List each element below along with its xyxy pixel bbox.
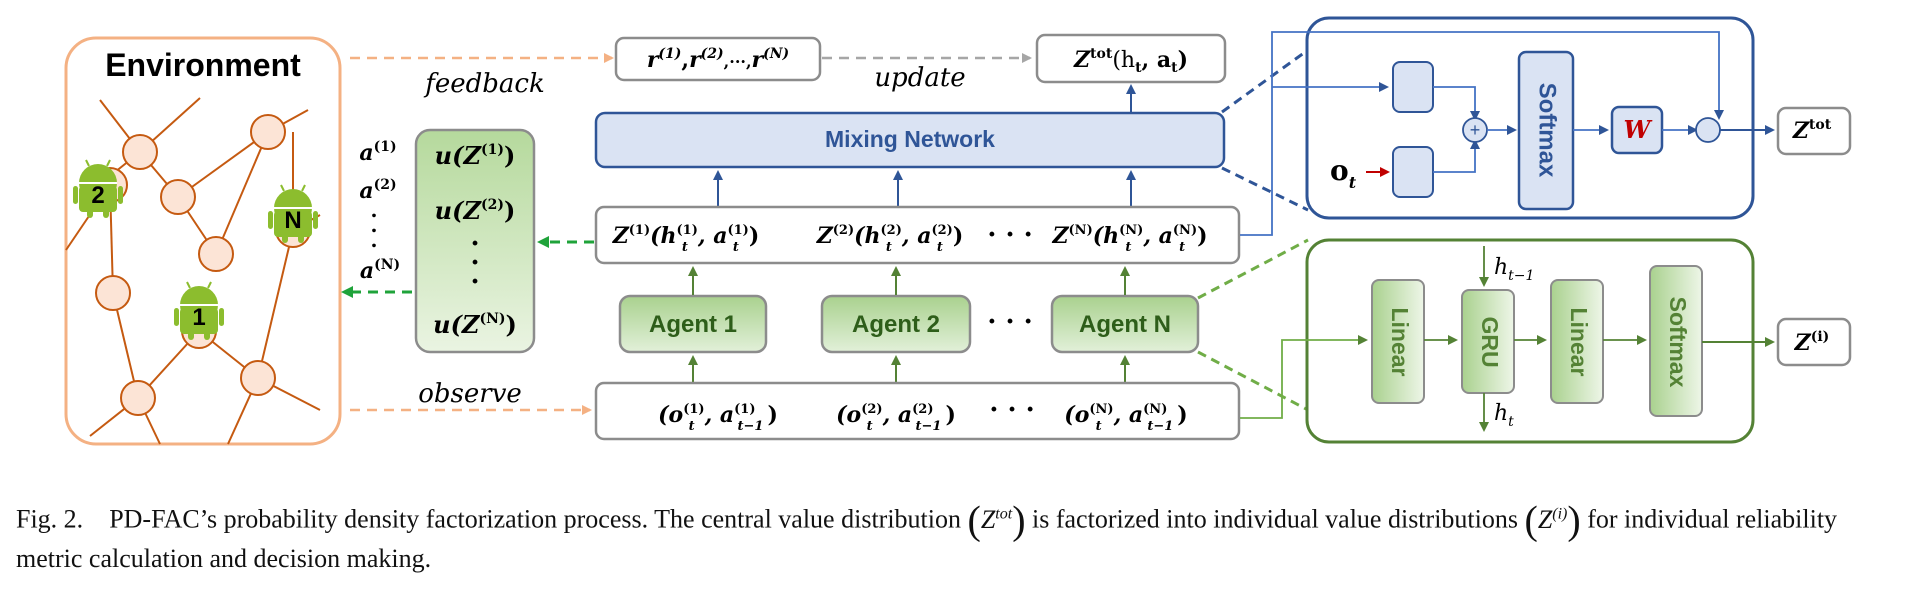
individual-distributions-row: Z(1)(h(1)t, a(1)t) Z(2)(h(2)t, a(2)t) · … — [594, 205, 1241, 265]
obs-item-1: (o(1)t, a(1)t−1) — [658, 402, 778, 434]
svg-text:Agent 1: Agent 1 — [649, 311, 737, 338]
mixer-hidden-box-1 — [1392, 61, 1434, 113]
svg-text:r(1),r(2),···,r(N): r(1),r(2),···,r(N) — [647, 46, 789, 73]
obs-item-N: (o(N)t, a(N)t−1) — [1064, 402, 1187, 434]
svg-text:GRU: GRU — [1477, 316, 1503, 367]
update-label: update — [874, 63, 965, 93]
android-agent-icon-2: 2 — [73, 159, 123, 218]
agent-detail-panel: Linear GRU ht−1 ht Linear Softmax — [1240, 238, 1775, 444]
agent-arrows — [688, 266, 1130, 382]
environment-title: Environment — [105, 47, 301, 83]
mixer-input-label: ot — [1330, 154, 1357, 192]
svg-text:Z(i): Z(i) — [1794, 329, 1830, 356]
product-node — [1695, 117, 1721, 143]
observation-row: (o(1)t, a(1)t−1) (o(2)t, a(2)t−1) · · · … — [594, 381, 1241, 441]
obs-input-wire — [1240, 335, 1368, 419]
svg-text:+: + — [1470, 120, 1481, 140]
caption-text-1: PD-FAC’s probability density factorizati… — [109, 504, 961, 534]
svg-text:.: . — [470, 241, 479, 271]
environment-panel: Environment — [64, 36, 342, 446]
utility-box: u(Z(1)) u(Z(2)) . . . u(Z(N)) — [414, 128, 536, 354]
svg-text:u(Z(1)): u(Z(1)) — [435, 141, 516, 170]
ztot-output-box: Ztot(ht, at) — [1035, 33, 1227, 84]
actions-column: a(1) a(2) . . . a(N) — [359, 139, 400, 284]
svg-text:Softmax: Softmax — [1665, 297, 1691, 388]
agents-row: Agent 1 Agent 2 · · · Agent N — [618, 294, 1200, 354]
linear-1-block — [1371, 279, 1425, 404]
linear-2-block — [1550, 279, 1604, 404]
caption-prefix: Fig. 2. — [16, 504, 84, 534]
z-row-ellipsis: · · · — [987, 220, 1032, 250]
agent-N-block — [1050, 294, 1200, 354]
svg-text:Linear: Linear — [1387, 307, 1413, 376]
obs-item-2: (o(2)t, a(2)t−1) — [836, 402, 956, 434]
z-item-2: Z(2)(h(2)t, a(2)t) — [816, 223, 964, 255]
figure-caption: Fig. 2. PD-FAC’s probability density fac… — [16, 497, 1838, 573]
svg-text:.: . — [371, 213, 378, 237]
svg-text:Ztot(ht, at): Ztot(ht, at) — [1073, 46, 1188, 76]
caption-text-2: is factorized into individual value dist… — [1032, 504, 1518, 534]
svg-text:.: . — [470, 260, 479, 290]
obs-row-ellipsis: · · · — [989, 395, 1034, 425]
svg-text:N: N — [284, 207, 301, 234]
svg-text:Agent 2: Agent 2 — [852, 311, 940, 338]
z-item-1: Z(1)(h(1)t, a(1)t) — [612, 223, 760, 255]
svg-text:Ztot: Ztot — [1792, 117, 1832, 144]
mixer-output-box: Ztot — [1776, 106, 1852, 156]
zoom-line-agent-bottom — [1197, 350, 1309, 412]
svg-text:W: W — [1624, 115, 1653, 144]
agent-2-block — [820, 294, 972, 354]
hidden-out-label: ht — [1494, 401, 1514, 430]
hidden-in-label: ht−1 — [1494, 255, 1534, 284]
zoom-line-mixer-bottom — [1221, 166, 1309, 212]
zoom-line-agent-top — [1197, 238, 1309, 300]
android-agent-icon-N: N — [268, 184, 318, 243]
caption-zi: Z(i) — [1537, 504, 1568, 534]
z-to-mixing-arrows — [713, 170, 1136, 206]
svg-text:Softmax: Softmax — [1534, 83, 1561, 178]
svg-text:a(N): a(N) — [360, 257, 400, 284]
mixing-network-block: Mixing Network — [594, 111, 1226, 169]
rewards-box: r(1),r(2),···,r(N) — [614, 36, 822, 82]
svg-text:u(Z(2)): u(Z(2)) — [435, 196, 516, 225]
agent-1-block — [618, 294, 768, 354]
android-agent-icon-1: 1 — [174, 281, 224, 340]
zoom-line-mixer-top — [1221, 48, 1309, 114]
factorization-diagram: Environment — [64, 16, 1852, 446]
gru-block — [1461, 289, 1515, 394]
caption-text-3: for individual reliability metric calcul… — [16, 504, 1838, 573]
svg-text:Agent N: Agent N — [1079, 311, 1171, 338]
z-row-wire — [1240, 31, 1724, 236]
svg-text:Linear: Linear — [1566, 307, 1592, 376]
mixer-detail-panel: ot + Softmax W — [1240, 16, 1775, 236]
svg-text:.: . — [371, 228, 378, 252]
caption-ztot: Ztot — [980, 504, 1013, 534]
feedback-label: feedback — [423, 69, 545, 99]
svg-text:2: 2 — [91, 182, 104, 209]
agent-output-box: Z(i) — [1776, 317, 1852, 367]
svg-text:.: . — [371, 198, 378, 222]
svg-text:u(Z(N)): u(Z(N)) — [433, 310, 517, 339]
svg-text:a(1): a(1) — [359, 139, 396, 166]
svg-text:1: 1 — [192, 304, 205, 331]
mixing-network-label: Mixing Network — [825, 126, 995, 152]
svg-text:a(2): a(2) — [359, 177, 396, 204]
agents-ellipsis: · · · — [987, 307, 1032, 337]
z-item-N: Z(N)(h(N)t, a(N)t) — [1051, 223, 1207, 255]
mixer-hidden-box-2 — [1392, 146, 1434, 198]
svg-text:.: . — [470, 222, 479, 252]
observe-label: observe — [418, 379, 522, 409]
